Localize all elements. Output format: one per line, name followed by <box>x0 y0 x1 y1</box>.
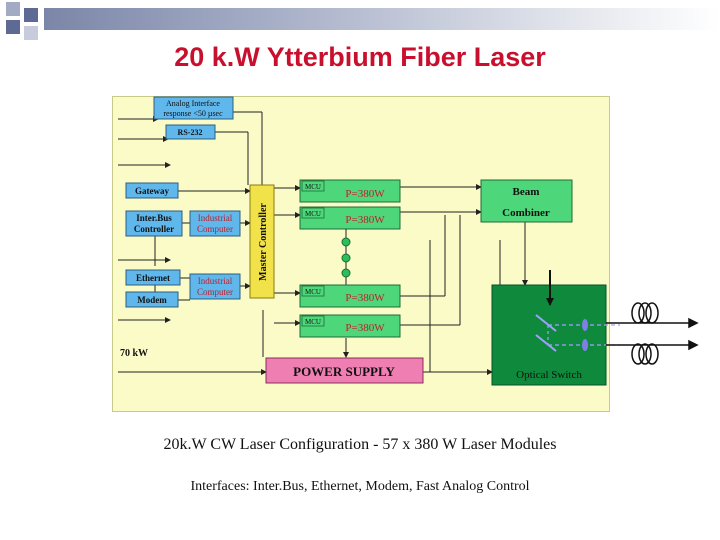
module-power-2: P=380W <box>345 214 385 226</box>
analog-interface-label: Analog Interface <box>166 99 220 108</box>
power-supply-label: POWER SUPPLY <box>293 364 395 379</box>
module-power-4: P=380W <box>345 322 385 334</box>
corner-square-3 <box>6 20 20 34</box>
laser-module-3 <box>299 284 401 308</box>
rs232-label: RS-232 <box>178 128 203 137</box>
ellipsis-dot-1 <box>341 237 351 247</box>
ethernet-label: Ethernet <box>136 273 170 283</box>
mcu-label-2: MCU <box>305 210 321 218</box>
modem-label: Modem <box>137 295 167 305</box>
mcu-label-4: MCU <box>305 318 321 326</box>
modem-box <box>125 291 179 308</box>
laser-module-1 <box>299 179 401 203</box>
interbus-label: Inter.Bus <box>136 213 172 223</box>
rs232-box <box>165 124 216 140</box>
configuration-caption: 20k.W CW Laser Configuration - 57 x 380 … <box>163 436 557 453</box>
module-power-3: P=380W <box>345 292 385 304</box>
gateway-box <box>125 182 179 199</box>
corner-square-4 <box>24 26 38 40</box>
fiber-coil-output-2 <box>606 339 699 365</box>
ellipsis-dot-2 <box>341 253 351 263</box>
industrial-computer-box-1 <box>189 210 241 237</box>
mcu-box-2 <box>301 207 325 219</box>
analog-interface-box <box>153 96 234 120</box>
laser-module-4 <box>299 314 401 338</box>
ethernet-box <box>125 269 181 286</box>
power-supply-box <box>265 357 424 384</box>
header-gradient-bar <box>44 8 720 30</box>
analog-interface-response: response <50 µsec <box>163 109 223 118</box>
mcu-box-1 <box>301 180 325 192</box>
interbus-controller-box <box>125 210 183 237</box>
fiber-coil-output-1 <box>606 302 699 329</box>
connector-lines <box>118 111 528 375</box>
mcu-label-3: MCU <box>305 288 321 296</box>
beam-combiner-line1: Beam <box>513 186 540 198</box>
industrial-computer-1-line1: Industrial <box>198 213 233 223</box>
industrial-computer-1-line2: Computer <box>197 224 233 234</box>
corner-square-1 <box>6 2 20 16</box>
mcu-box-3 <box>301 285 325 297</box>
industrial-computer-box-2 <box>189 273 241 300</box>
industrial-computer-2-line2: Computer <box>197 287 233 297</box>
input-power-label: 70 kW <box>120 348 148 359</box>
module-power-1: P=380W <box>345 188 385 200</box>
slide-title: 20 k.W Ytterbium Fiber Laser <box>174 42 546 72</box>
beam-combiner-line2: Combiner <box>502 207 550 219</box>
interbus-controller-label: Controller <box>134 224 174 234</box>
interfaces-caption: Interfaces: Inter.Bus, Ethernet, Modem, … <box>190 479 530 494</box>
gateway-label: Gateway <box>135 186 169 196</box>
master-controller-label: Master Controller <box>258 203 269 281</box>
mcu-box-4 <box>301 315 325 327</box>
corner-square-2 <box>24 8 38 22</box>
industrial-computer-2-line1: Industrial <box>198 276 233 286</box>
ellipsis-dot-3 <box>341 268 351 278</box>
laser-module-2 <box>299 206 401 230</box>
beam-combiner-box <box>480 179 573 223</box>
mcu-label-1: MCU <box>305 183 321 191</box>
master-controller-box <box>249 184 275 299</box>
optical-switch-label: Optical Switch <box>516 369 582 381</box>
